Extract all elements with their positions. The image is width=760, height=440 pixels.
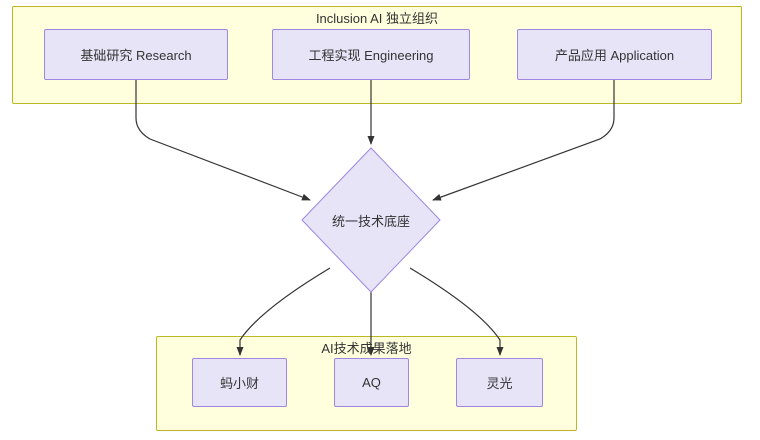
node-unified-tech-platform[interactable]: 统一技术底座	[301, 147, 441, 293]
node-lingguang[interactable]: 灵光	[456, 358, 543, 407]
node-research-label: 基础研究 Research	[80, 48, 192, 63]
node-unified-tech-platform-label: 统一技术底座	[331, 213, 410, 229]
node-application-label: 产品应用 Application	[554, 48, 675, 63]
node-maxiaocai-label: 蚂小财	[219, 376, 259, 391]
node-research[interactable]: 基础研究 Research	[44, 29, 228, 80]
cluster-inclusion-ai-org-label: Inclusion AI 独立组织	[315, 11, 439, 26]
cluster-ai-landing-label: AI技术成果落地	[321, 341, 412, 356]
node-engineering-label: 工程实现 Engineering	[308, 48, 434, 63]
diamond-shape	[301, 147, 441, 293]
node-maxiaocai[interactable]: 蚂小财	[192, 358, 287, 407]
node-lingguang-label: 灵光	[486, 376, 513, 391]
node-aq[interactable]: AQ	[334, 358, 409, 407]
node-engineering[interactable]: 工程实现 Engineering	[272, 29, 470, 80]
node-aq-label: AQ	[362, 375, 381, 390]
node-application[interactable]: 产品应用 Application	[517, 29, 712, 80]
